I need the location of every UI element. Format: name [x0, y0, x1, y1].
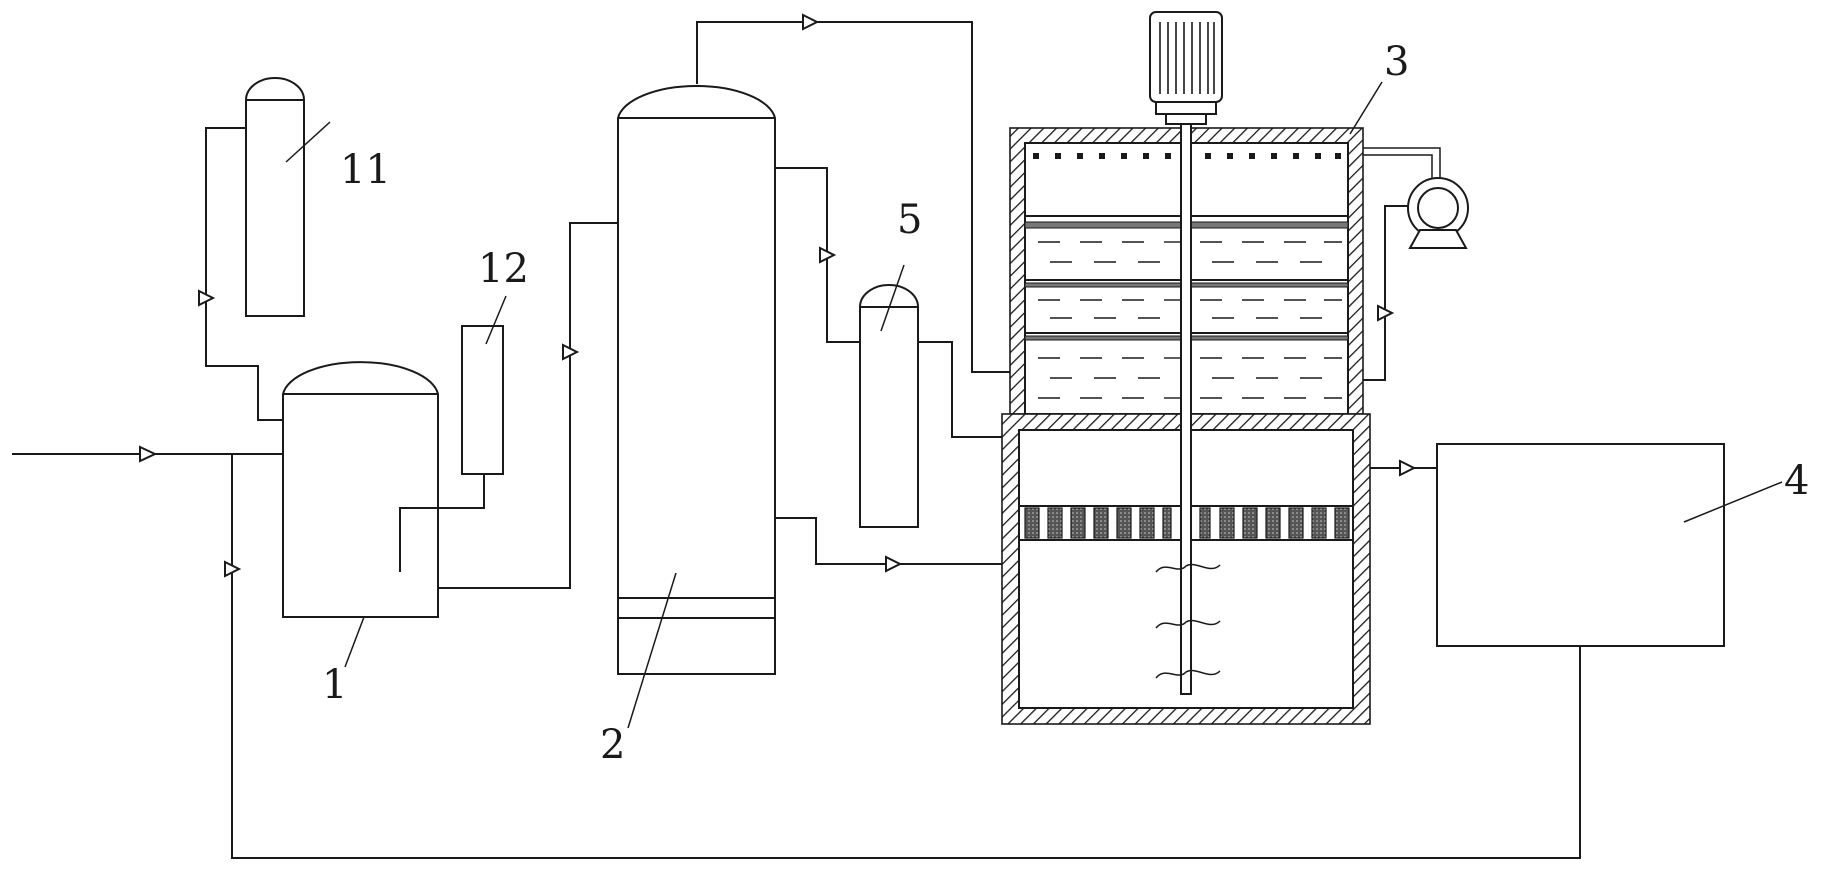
unit-12-vessel: 12	[461, 246, 529, 475]
label-2: 2	[600, 722, 625, 768]
label-3: 3	[1384, 39, 1409, 85]
unit-11-vessel: 11	[245, 77, 391, 317]
arrow-2-to-5	[819, 246, 837, 264]
label-4: 4	[1784, 458, 1809, 504]
arrow-inlet	[139, 445, 158, 463]
unit-4-box: 4	[1436, 443, 1809, 647]
arrow-pump-loop	[1377, 304, 1395, 322]
unit-2-column: 2	[600, 85, 776, 768]
arrow-2-to-3	[885, 555, 903, 573]
label-11: 11	[340, 147, 391, 193]
label-5: 5	[897, 197, 922, 243]
pipes	[12, 21, 1581, 859]
arrow-2-top	[802, 13, 820, 31]
arrow-11-to-1	[198, 289, 216, 307]
pump-icon	[1407, 177, 1469, 249]
unit-3-tower: 3	[1001, 11, 1409, 725]
impeller-blades	[1155, 563, 1221, 679]
spray-nozzles	[1033, 153, 1341, 159]
arrow-3-to-4	[1399, 459, 1417, 477]
label-12: 12	[478, 246, 529, 292]
filter-blocks	[1018, 505, 1354, 541]
label-1: 1	[322, 662, 347, 708]
arrow-return	[224, 560, 242, 578]
arrow-1-to-2	[562, 343, 580, 361]
unit-1-tank: 1	[282, 361, 485, 708]
flow-arrows	[139, 13, 1417, 578]
motor-icon	[1149, 11, 1223, 125]
unit-5-vessel: 5	[859, 197, 922, 528]
agitator-shaft	[1180, 123, 1192, 695]
liquid-marks	[1038, 241, 1342, 399]
